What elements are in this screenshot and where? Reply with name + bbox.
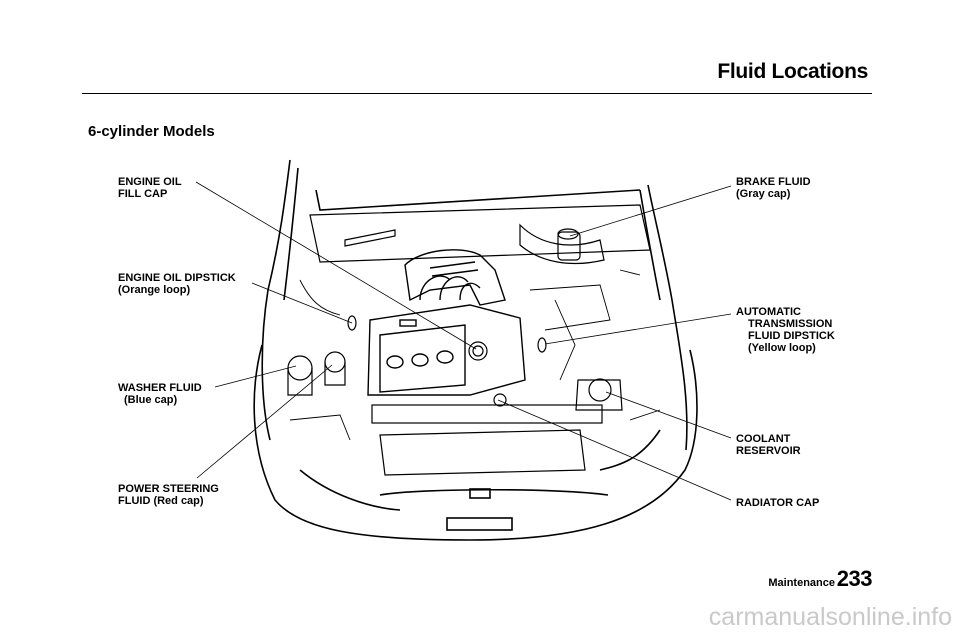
label-line: FLUID (Red cap) <box>118 495 219 507</box>
label-coolant-reservoir: COOLANT RESERVOIR <box>736 433 801 457</box>
oil-fill-cap <box>469 342 487 360</box>
page-number: 233 <box>837 566 872 592</box>
label-line: WASHER FLUID <box>118 382 202 394</box>
label-radiator-cap: RADIATOR CAP <box>736 497 819 509</box>
label-line: POWER STEERING <box>118 483 219 495</box>
label-line: (Orange loop) <box>118 284 236 296</box>
label-line: COOLANT <box>736 433 801 445</box>
label-engine-oil-dipstick: ENGINE OIL DIPSTICK (Orange loop) <box>118 272 236 296</box>
label-line: RADIATOR CAP <box>736 497 819 509</box>
watermark: carmanualsonline.info <box>709 603 952 632</box>
label-line: (Yellow loop) <box>736 342 835 354</box>
label-line: RESERVOIR <box>736 445 801 457</box>
label-line: FILL CAP <box>118 188 182 200</box>
label-line: TRANSMISSION <box>736 318 835 330</box>
label-line: ENGINE OIL <box>118 176 182 188</box>
label-brake-fluid: BRAKE FLUID (Gray cap) <box>736 176 811 200</box>
label-washer-fluid: WASHER FLUID (Blue cap) <box>118 382 202 406</box>
leader-lines <box>196 182 731 500</box>
engine-block <box>368 250 525 395</box>
label-power-steering-fluid: POWER STEERING FLUID (Red cap) <box>118 483 219 507</box>
footer-section-name: Maintenance <box>768 577 835 589</box>
label-engine-oil-fill-cap: ENGINE OIL FILL CAP <box>118 176 182 200</box>
label-line: FLUID DIPSTICK <box>736 330 835 342</box>
hood-outline <box>262 160 687 450</box>
label-line: (Gray cap) <box>736 188 811 200</box>
label-line: AUTOMATIC <box>736 306 835 318</box>
label-automatic-transmission-fluid-dipstick: AUTOMATIC TRANSMISSION FLUID DIPSTICK (Y… <box>736 306 835 354</box>
label-line: ENGINE OIL DIPSTICK <box>118 272 236 284</box>
label-line: BRAKE FLUID <box>736 176 811 188</box>
washer-fluid-reservoir <box>288 356 312 395</box>
radiator <box>372 394 602 475</box>
atf-dipstick-loop <box>538 338 546 352</box>
label-line: (Blue cap) <box>118 394 202 406</box>
